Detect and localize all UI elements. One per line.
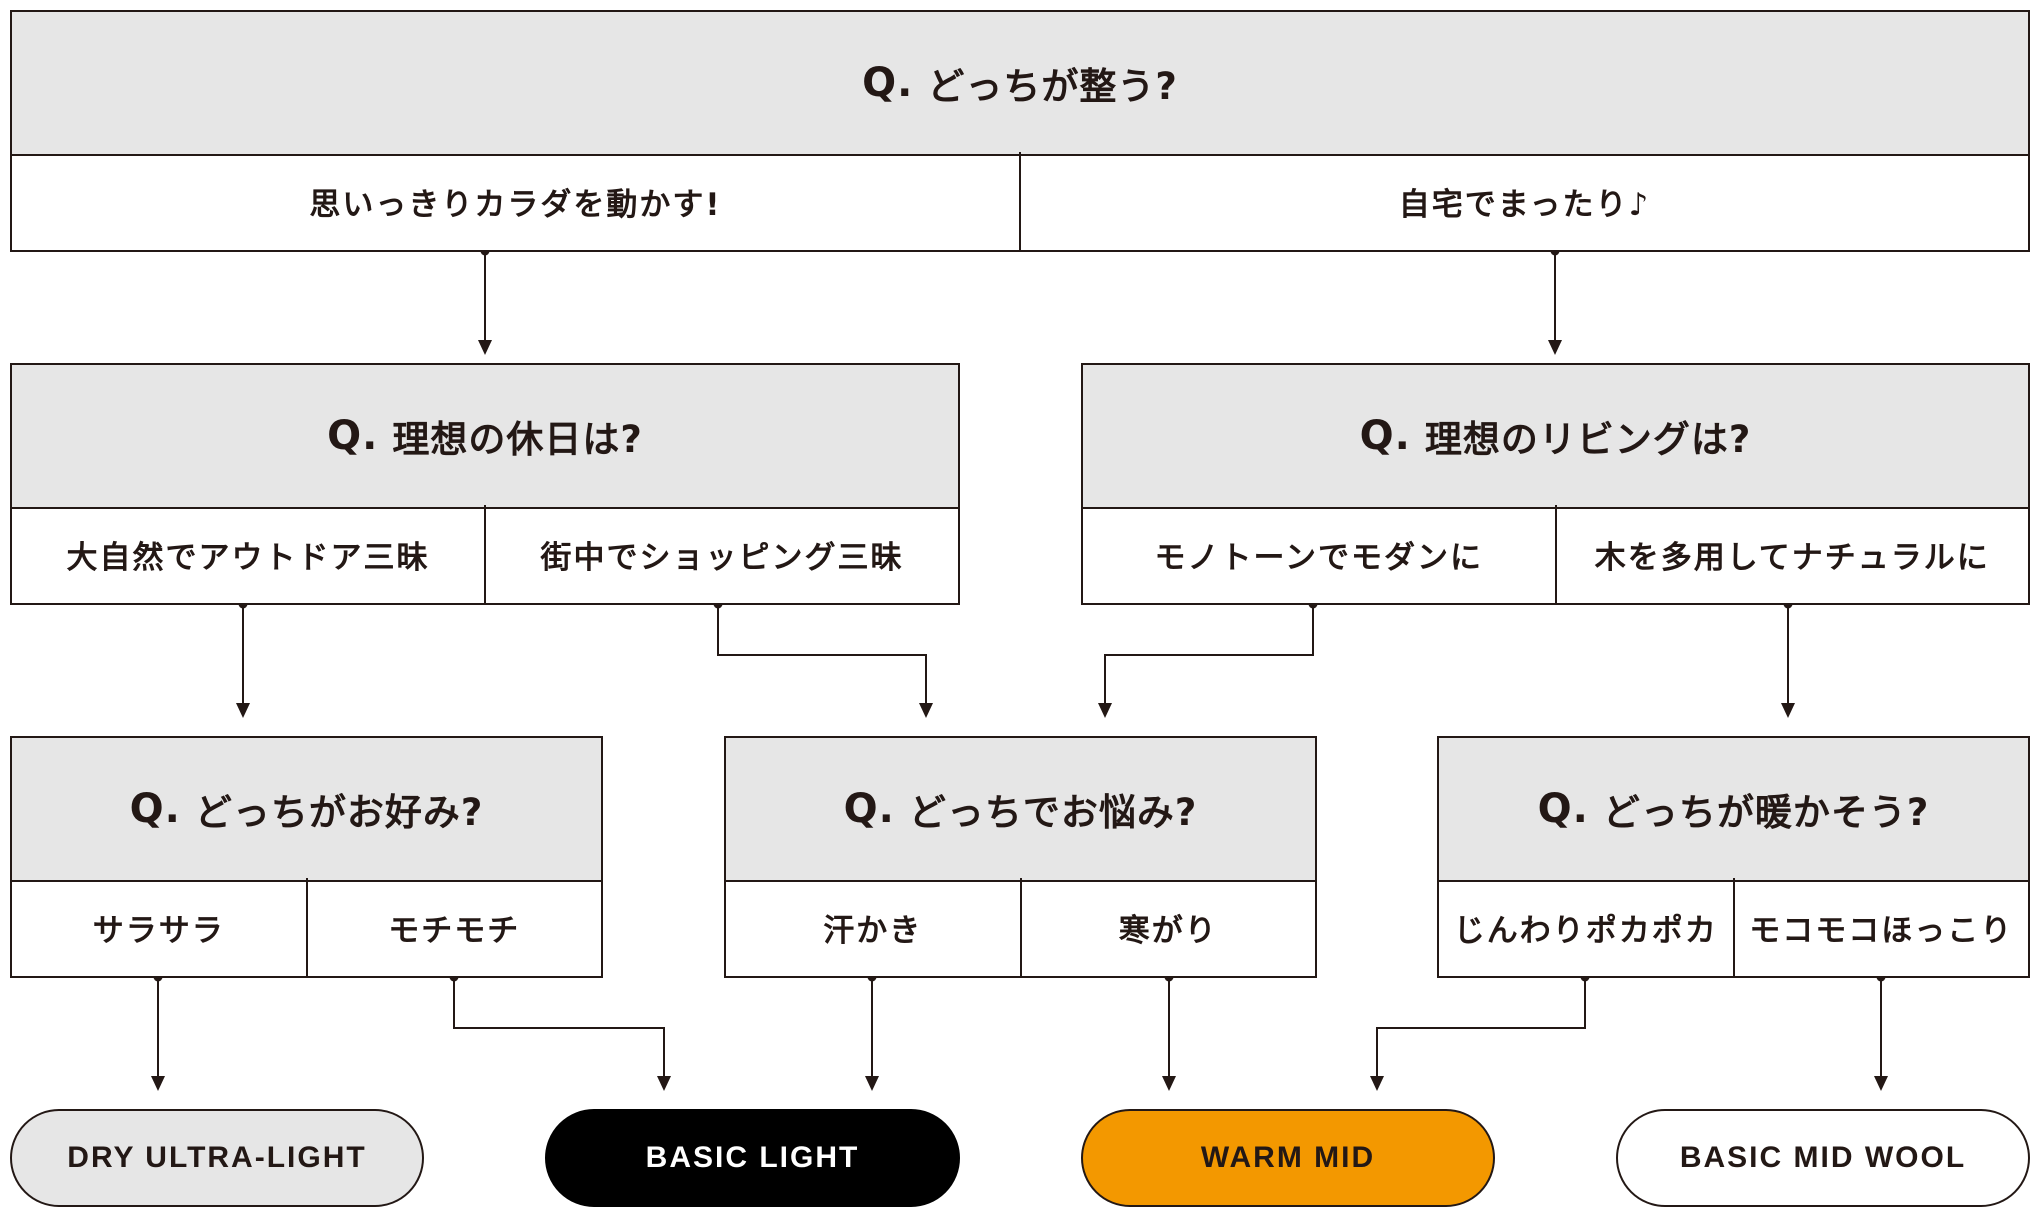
- question-box-prefer: Q. どっちがお好み? サラサラ モチモチ: [10, 736, 603, 978]
- question-box-warm: Q. どっちが暖かそう? じんわりポカポカ モコモコほっこり: [1437, 736, 2030, 978]
- question-text: 理想のリビングは?: [1424, 418, 1752, 461]
- question-text: 理想の休日は?: [392, 418, 643, 461]
- question-text: どっちが整う?: [927, 65, 1178, 108]
- option-natural[interactable]: 木を多用してナチュラルに: [1554, 505, 2029, 603]
- question-box-top: Q. どっちが整う? 思いっきりカラダを動かす! 自宅でまったり♪: [10, 10, 2030, 252]
- option-monotone[interactable]: モノトーンでモダンに: [1154, 539, 1483, 576]
- question-prefix: Q.: [843, 786, 895, 832]
- question-text: どっちでお悩み?: [908, 791, 1198, 834]
- arrowhead: [1370, 1076, 1384, 1091]
- option-sarasara[interactable]: サラサラ: [92, 912, 225, 949]
- question-header: Q. どっちがお好み?: [12, 738, 601, 882]
- arrowhead: [151, 1076, 165, 1091]
- option-move-body[interactable]: 思いっきりカラダを動かす!: [309, 186, 722, 223]
- connector-shopping-to-worry: [717, 604, 927, 703]
- question-text: どっちがお好み?: [194, 791, 484, 834]
- question-text: どっちが暖かそう?: [1602, 791, 1930, 834]
- question-box-holiday: Q. 理想の休日は? 大自然でアウトドア三昧 街中でショッピング三昧: [10, 363, 960, 605]
- option-shopping[interactable]: 街中でショッピング三昧: [484, 505, 958, 603]
- question-header: Q. どっちが整う?: [12, 12, 2028, 156]
- question-box-living: Q. 理想のリビングは? モノトーンでモダンに 木を多用してナチュラルに: [1081, 363, 2030, 605]
- arrowhead: [478, 340, 492, 355]
- option-mochimochi[interactable]: モチモチ: [305, 878, 602, 976]
- arrowhead: [236, 703, 250, 718]
- question-prefix: Q.: [1537, 786, 1589, 832]
- connector-monotone-to-worry: [1104, 604, 1314, 703]
- arrowhead: [1548, 340, 1562, 355]
- question-header: Q. 理想のリビングは?: [1083, 365, 2028, 509]
- question-prefix: Q.: [129, 786, 181, 832]
- option-mokomoko-hokkori[interactable]: モコモコほっこり: [1732, 878, 2029, 976]
- question-prefix: Q.: [1359, 413, 1411, 459]
- result-dry-ultra-light[interactable]: DRY ULTRA-LIGHT: [10, 1109, 424, 1207]
- arrowhead: [919, 703, 933, 718]
- question-header: Q. どっちでお悩み?: [726, 738, 1315, 882]
- result-basic-light[interactable]: BASIC LIGHT: [545, 1109, 960, 1207]
- question-prefix: Q.: [862, 60, 914, 106]
- result-warm-mid[interactable]: WARM MID: [1081, 1109, 1495, 1207]
- arrowhead: [1874, 1076, 1888, 1091]
- arrowhead: [865, 1076, 879, 1091]
- arrowhead: [1098, 703, 1112, 718]
- option-outdoor[interactable]: 大自然でアウトドア三昧: [66, 539, 430, 576]
- connector-jinwari-to-warm-mid: [1376, 977, 1586, 1076]
- option-sweaty[interactable]: 汗かき: [823, 912, 923, 949]
- question-prefix: Q.: [327, 413, 379, 459]
- question-box-worry: Q. どっちでお悩み? 汗かき 寒がり: [724, 736, 1317, 978]
- question-header: Q. 理想の休日は?: [12, 365, 958, 509]
- option-relax-at-home[interactable]: 自宅でまったり♪: [1019, 152, 2028, 250]
- connector-mochimochi-to-basic-light: [453, 977, 665, 1076]
- question-header: Q. どっちが暖かそう?: [1439, 738, 2028, 882]
- arrowhead: [657, 1076, 671, 1091]
- result-basic-mid-wool[interactable]: BASIC MID WOOL: [1616, 1109, 2030, 1207]
- option-jinwari-pokapoka[interactable]: じんわりポカポカ: [1453, 912, 1718, 949]
- arrowhead: [1781, 703, 1795, 718]
- option-sensitive-to-cold[interactable]: 寒がり: [1019, 878, 1316, 976]
- arrowhead: [1162, 1076, 1176, 1091]
